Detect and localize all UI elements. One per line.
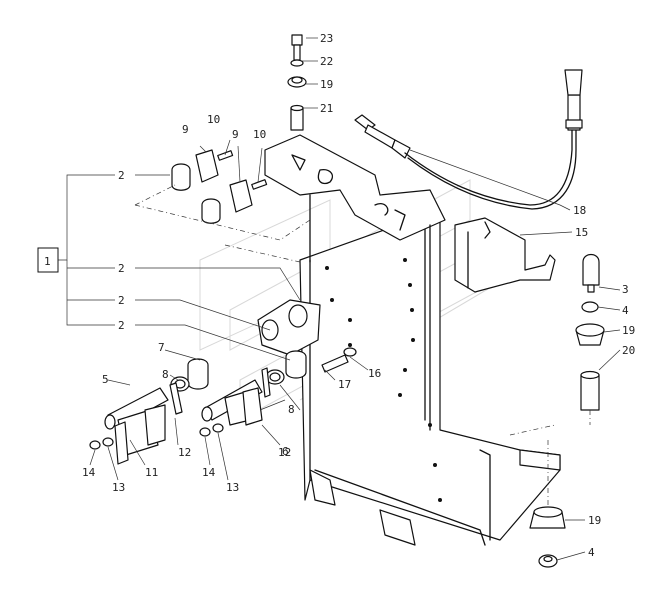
callout-17: 17 <box>338 378 351 391</box>
pivot-arms <box>89 367 271 465</box>
callout-8-b: 8 <box>288 403 295 416</box>
top-plate <box>264 134 446 431</box>
callout-9-b: 9 <box>232 128 239 141</box>
bushings-and-pins <box>171 149 268 224</box>
callout-1: 1 <box>44 255 51 268</box>
callout-12-a: 12 <box>178 446 191 459</box>
callout-4-b: 4 <box>588 546 595 559</box>
callout-13-a: 13 <box>112 481 125 494</box>
callout-6: 6 <box>282 445 289 458</box>
leader-lines <box>58 37 621 561</box>
callout-16: 16 <box>368 367 381 380</box>
callout-4-a: 4 <box>622 304 629 317</box>
top-bolt-stack <box>287 34 307 131</box>
callout-23: 23 <box>320 32 333 45</box>
callout-10-b: 10 <box>253 128 266 141</box>
callout-3: 3 <box>622 283 629 296</box>
callout-5: 5 <box>102 373 109 386</box>
bottom-bushing-stack <box>529 506 566 568</box>
callout-2-d: 2 <box>118 319 125 332</box>
callout-8-a: 8 <box>162 368 169 381</box>
callout-2-a: 2 <box>118 169 125 182</box>
callout-13-b: 13 <box>226 481 239 494</box>
callout-14-b: 14 <box>202 466 216 479</box>
side-bracket <box>454 217 556 293</box>
callout-21: 21 <box>320 102 333 115</box>
callout-11: 11 <box>145 466 158 479</box>
callout-19-c: 19 <box>588 514 601 527</box>
callout-19-a: 19 <box>320 78 333 91</box>
cable-assembly <box>354 69 583 210</box>
callout-box-1 <box>37 247 59 273</box>
callout-labels: 1 2 2 2 2 3 4 4 5 6 7 8 8 9 9 10 10 11 1… <box>44 32 635 559</box>
callout-19-b: 19 <box>622 324 635 337</box>
callout-15: 15 <box>575 226 588 239</box>
callout-14-a: 14 <box>82 466 96 479</box>
callout-12-b: 12 <box>278 446 291 459</box>
callout-10-a: 10 <box>207 113 220 126</box>
callout-7: 7 <box>158 341 165 354</box>
assembly-guide-lines <box>134 184 591 505</box>
callout-22: 22 <box>320 55 333 68</box>
pivot-assembly <box>170 299 357 392</box>
callout-18: 18 <box>573 204 586 217</box>
right-bolt-stack <box>575 253 605 411</box>
callout-2-b: 2 <box>118 262 125 275</box>
callout-20: 20 <box>622 344 635 357</box>
callout-9-a: 9 <box>182 123 189 136</box>
callout-2-c: 2 <box>118 294 125 307</box>
